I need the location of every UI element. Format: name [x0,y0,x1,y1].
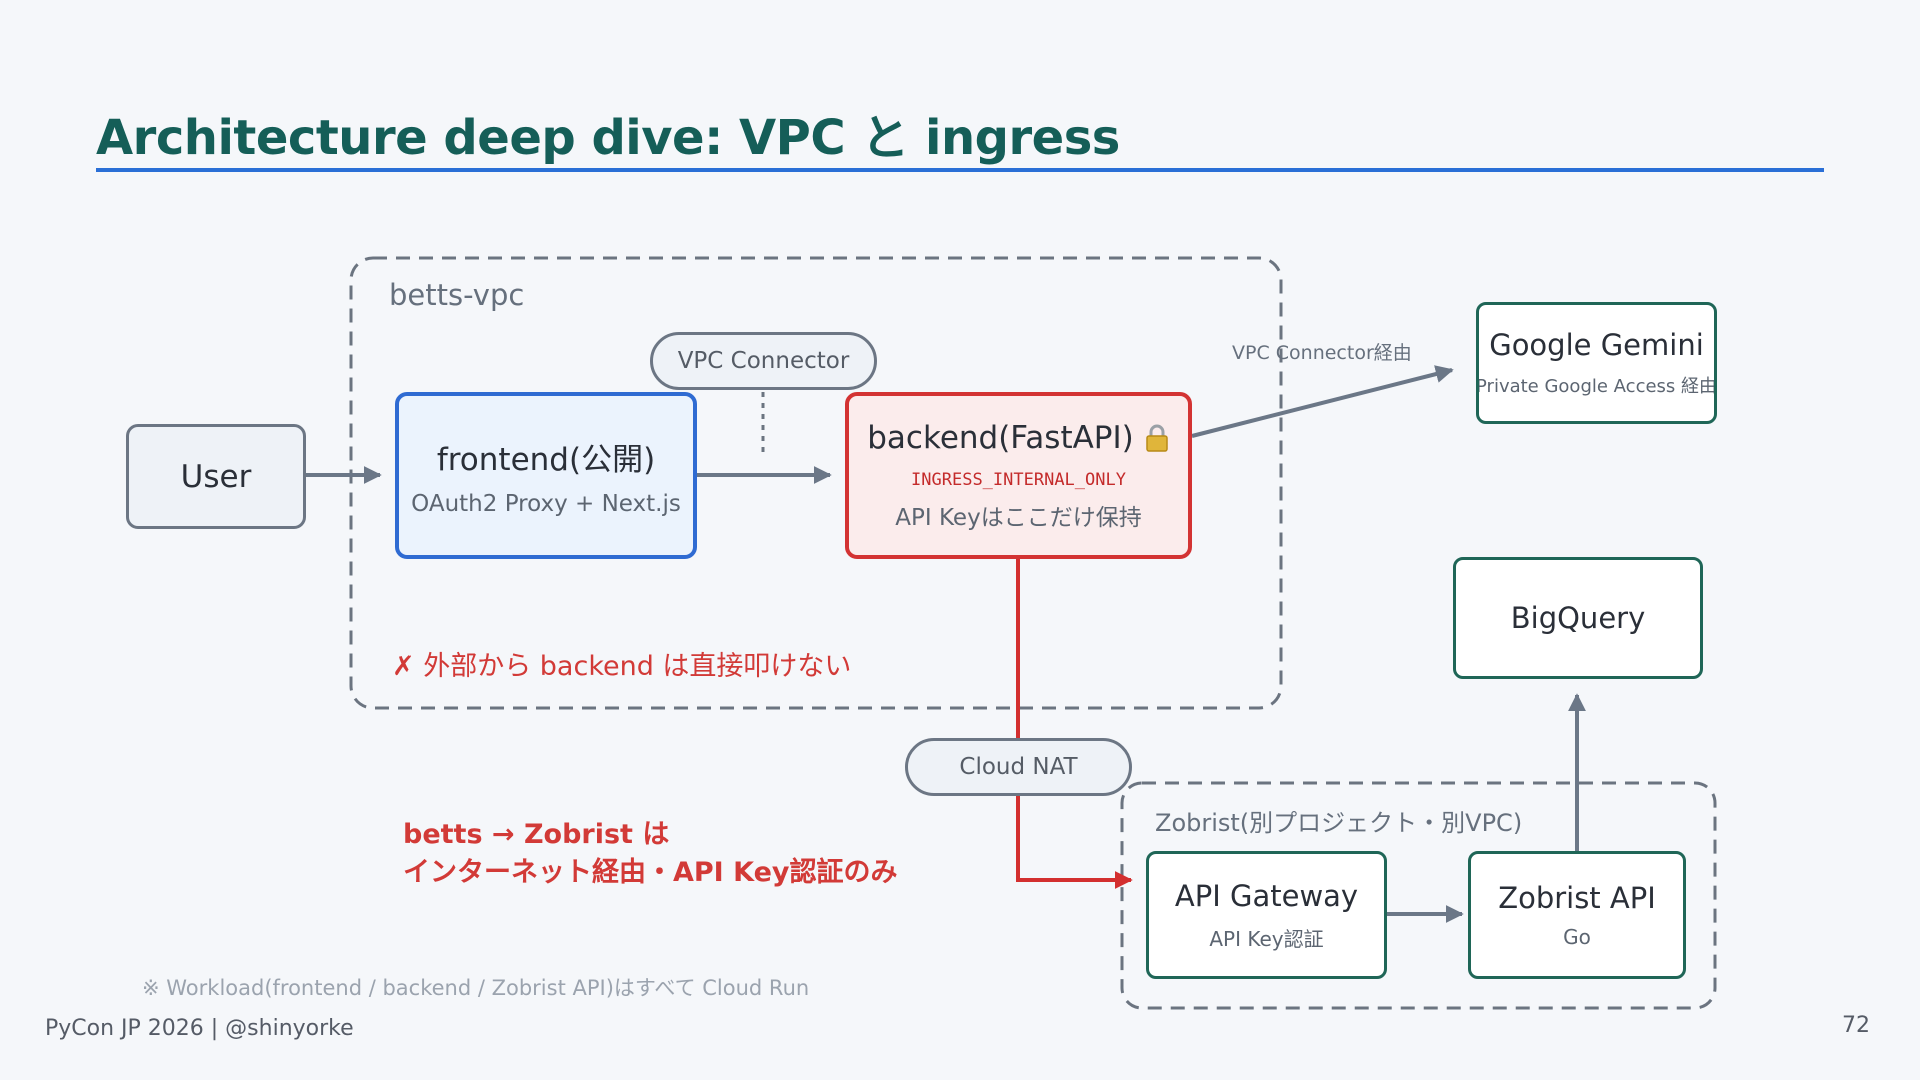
user-node: User [126,424,306,529]
auth-note-line1: betts → Zobrist は [403,819,670,850]
cloud-nat-pill: Cloud NAT [905,738,1132,796]
api-gateway-sub: API Key認証 [1209,926,1324,951]
footer-credit: PyCon JP 2026 | @shinyorke [45,1016,354,1041]
vpc-connector-route-label: VPC Connector経由 [1232,342,1412,364]
gemini-node: Google Gemini Private Google Access 経由 [1476,302,1717,424]
frontend-sub: OAuth2 Proxy + Next.js [411,491,681,517]
backend-label: backend(FastAPI) [867,419,1134,456]
betts-vpc-label: betts-vpc [389,278,525,312]
frontend-node: frontend(公開) OAuth2 Proxy + Next.js [395,392,697,559]
zobrist-api-sub: Go [1563,925,1591,949]
vpc-connector-pill: VPC Connector [650,332,877,390]
title-underline [96,168,1824,172]
page-number: 72 [1842,1013,1870,1038]
auth-note-line2: インターネット経由・API Key認証のみ [403,857,898,888]
zobrist-vpc-label: Zobrist(別プロジェクト・別VPC) [1155,809,1523,837]
backend-sub: API Keyはここだけ保持 [895,504,1142,531]
auth-note: betts → Zobrist は インターネット経由・API Key認証のみ [403,816,898,892]
zobrist-api-label: Zobrist API [1498,881,1656,915]
backend-node: backend(FastAPI) INGRESS_INTERNAL_ONLY A… [845,392,1192,559]
gemini-sub: Private Google Access 経由 [1476,376,1717,397]
zobrist-api-node: Zobrist API Go [1468,851,1686,979]
lock-icon [1144,424,1170,452]
bigquery-node: BigQuery [1453,557,1703,679]
bigquery-label: BigQuery [1510,601,1646,635]
backend-ingress-setting: INGRESS_INTERNAL_ONLY [911,469,1126,490]
gemini-label: Google Gemini [1489,328,1704,362]
zobrist-vpc-boundary [1120,781,1717,1010]
page-title: Architecture deep dive: VPC と ingress [96,110,1120,166]
arrow-backend-to-gemini [1191,365,1454,438]
arrow-backend-to-api-gateway [1016,559,1133,889]
footnote: ※ Workload(frontend / backend / Zobrist … [142,976,810,1000]
betts-vpc-boundary [349,256,1283,710]
frontend-label: frontend(公開) [436,442,656,478]
api-gateway-node: API Gateway API Key認証 [1146,851,1387,979]
api-gateway-label: API Gateway [1174,878,1359,913]
user-label: User [180,458,252,495]
no-direct-access-warning: ✗ 外部から backend は直接叩けない [392,651,852,682]
